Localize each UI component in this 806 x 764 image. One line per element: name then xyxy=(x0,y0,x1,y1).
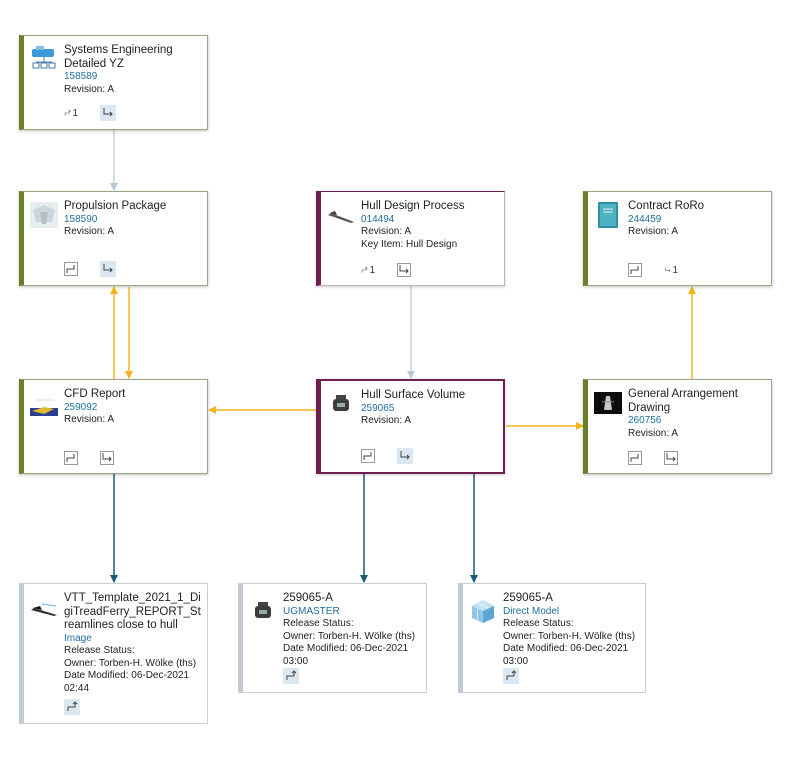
expand-up-icon[interactable] xyxy=(64,262,78,276)
node-vtt-image[interactable]: VTT_Template_2021_1_DigiTreadFerry_REPOR… xyxy=(19,583,208,724)
node-date-modified: Date Modified: 06-Dec-2021 02:44 xyxy=(64,670,190,694)
node-type-link[interactable]: Image xyxy=(64,632,92,644)
node-id-link[interactable]: 014494 xyxy=(361,213,395,225)
node-systems-engineering[interactable]: Systems Engineering Detailed YZ 158589 R… xyxy=(19,35,208,130)
node-revision: Revision: A xyxy=(361,415,412,426)
node-title: Propulsion Package xyxy=(64,200,167,212)
node-title: Systems Engineering Detailed YZ xyxy=(64,44,173,70)
part-icon xyxy=(255,602,271,618)
node-title: CFD Report xyxy=(64,388,126,400)
node-title: VTT_Template_2021_1_DigiTreadFerry_REPOR… xyxy=(64,592,201,631)
ship-diagram-icon xyxy=(32,46,56,69)
expand-down-icon[interactable] xyxy=(100,261,116,277)
node-propulsion-package[interactable]: Propulsion Package 158590 Revision: A xyxy=(19,191,208,286)
node-id-link[interactable]: 259092 xyxy=(64,401,98,413)
cfd-thumbnail-icon xyxy=(30,390,58,416)
image-thumbnail-icon xyxy=(31,603,57,616)
expand-up-icon[interactable] xyxy=(628,263,642,277)
expand-up-icon[interactable]: 1 xyxy=(64,106,78,120)
node-ugmaster[interactable]: 259065-A UGMASTER Release Status: Owner:… xyxy=(238,583,427,693)
expand-up-icon[interactable] xyxy=(503,668,519,684)
node-cfd-report[interactable]: CFD Report 259092 Revision: A xyxy=(19,379,208,474)
node-owner: Owner: Torben-H. Wölke (ths) xyxy=(64,657,197,669)
node-owner: Owner: Torben-H. Wölke (ths) xyxy=(503,630,636,642)
node-contract-roro[interactable]: Contract RoRo 244459 Revision: A 1 xyxy=(583,191,772,286)
expand-down-icon[interactable]: 1 xyxy=(664,263,678,277)
expand-up-icon[interactable] xyxy=(64,451,78,465)
node-key-item: Key Item: Hull Design xyxy=(361,238,458,250)
node-release-status: Release Status: xyxy=(64,645,135,656)
expand-up-count: 1 xyxy=(72,107,78,119)
node-owner: Owner: Torben-H. Wölke (ths) xyxy=(283,630,416,642)
expand-down-icon[interactable] xyxy=(397,263,411,277)
expand-down-count: 1 xyxy=(672,264,678,276)
expand-down-icon[interactable] xyxy=(100,105,116,121)
node-title: General Arrangement Drawing xyxy=(628,388,738,414)
expand-down-icon[interactable] xyxy=(100,451,114,465)
expand-up-icon[interactable] xyxy=(283,668,299,684)
node-hull-design-process[interactable]: Hull Design Process 014494 Revision: A K… xyxy=(316,191,505,286)
node-general-arrangement[interactable]: General Arrangement Drawing 260756 Revis… xyxy=(583,379,772,474)
part-icon xyxy=(333,395,349,411)
drawing-thumbnail-icon xyxy=(594,392,622,414)
hull-thumbnail-icon xyxy=(328,211,354,223)
node-title: Hull Design Process xyxy=(361,200,465,212)
node-revision: Revision: A xyxy=(361,226,412,237)
node-title: Contract RoRo xyxy=(628,200,705,212)
node-id-link[interactable]: 158589 xyxy=(64,71,98,82)
node-date-modified: Date Modified: 06-Dec-2021 03:00 xyxy=(283,643,409,667)
node-type-link[interactable]: UGMASTER xyxy=(283,605,340,617)
node-id-link[interactable]: 158590 xyxy=(64,213,98,225)
node-hull-surface-volume[interactable]: Hull Surface Volume 259065 Revision: A xyxy=(316,379,505,474)
node-release-status: Release Status: xyxy=(503,618,574,629)
node-direct-model[interactable]: 259065-A Direct Model Release Status: Ow… xyxy=(458,583,646,693)
expand-down-icon[interactable] xyxy=(664,451,678,465)
expand-up-count: 1 xyxy=(369,264,375,276)
expand-down-icon[interactable] xyxy=(397,448,413,464)
expand-up-icon[interactable]: 1 xyxy=(361,263,375,277)
node-revision: Revision: A xyxy=(64,83,115,95)
book-icon xyxy=(598,202,618,228)
node-id-link[interactable]: 259065 xyxy=(361,402,395,414)
node-id-link[interactable]: 244459 xyxy=(628,213,662,225)
node-title: 259065-A xyxy=(503,592,553,604)
node-date-modified: Date Modified: 06-Dec-2021 03:00 xyxy=(503,643,629,667)
expand-up-icon[interactable] xyxy=(64,699,80,715)
node-revision: Revision: A xyxy=(64,414,115,425)
expand-up-icon[interactable] xyxy=(628,451,642,465)
node-revision: Revision: A xyxy=(64,226,115,237)
cube-model-icon xyxy=(472,600,494,623)
node-id-link[interactable]: 260756 xyxy=(628,415,662,426)
expand-up-icon[interactable] xyxy=(361,449,375,463)
node-type-link[interactable]: Direct Model xyxy=(503,605,560,617)
propulsion-thumbnail-icon xyxy=(30,202,58,228)
node-revision: Revision: A xyxy=(628,427,679,439)
node-title: Hull Surface Volume xyxy=(361,389,466,401)
node-release-status: Release Status: xyxy=(283,618,354,629)
node-title: 259065-A xyxy=(283,592,333,604)
node-revision: Revision: A xyxy=(628,226,679,237)
